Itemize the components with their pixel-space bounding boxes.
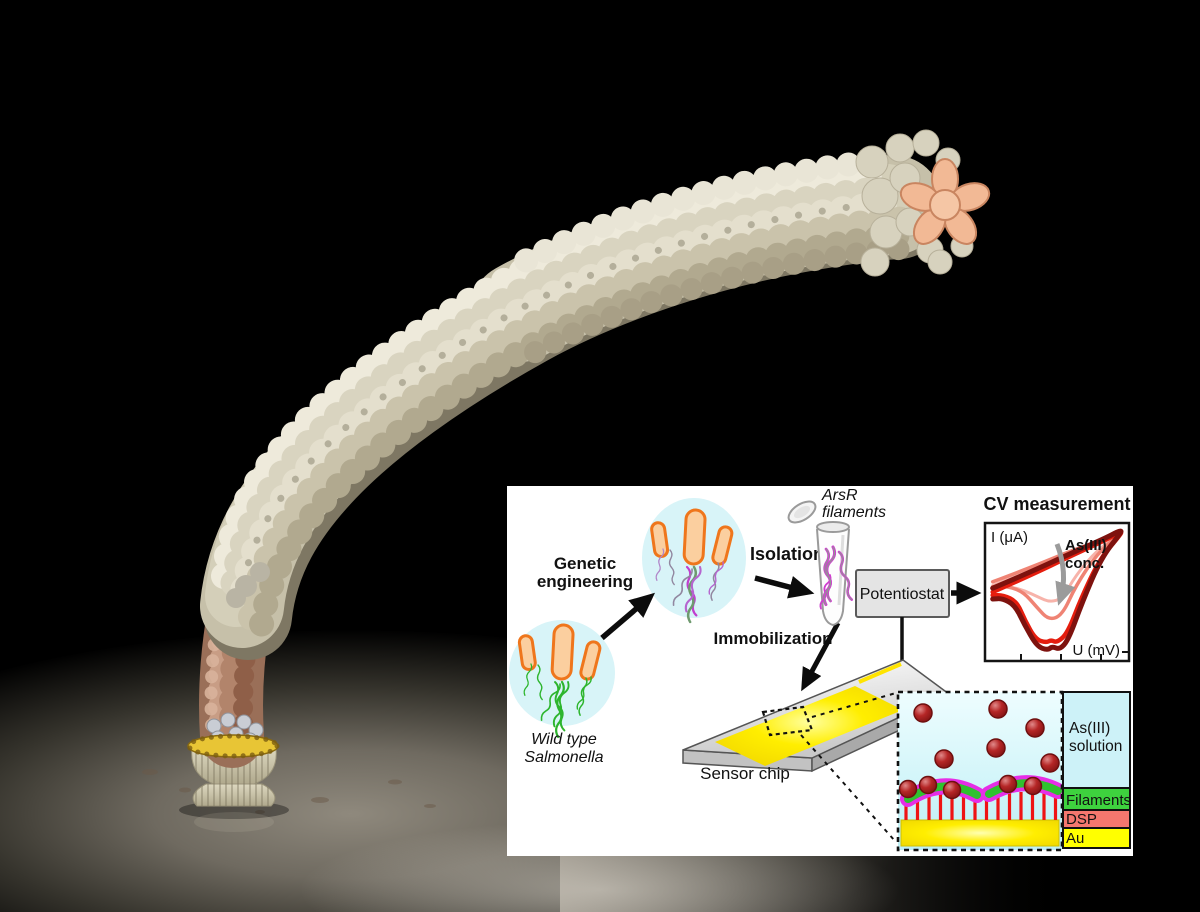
cv-x-axis-label: U (mV) [1073, 642, 1121, 659]
concentration-arrow-icon [1054, 543, 1076, 606]
immobilization-label: Immobilization [714, 629, 833, 648]
zoom-region-outline [761, 705, 814, 737]
cv-axis-ticks [1020, 651, 1129, 661]
potentiostat-label: Potentiostat [860, 586, 945, 603]
arsr-label-line2: filaments [822, 504, 886, 521]
zoom-connector-top [811, 692, 897, 718]
ground-debris [142, 769, 436, 814]
cv-title: CV measurement [983, 494, 1130, 514]
wildtype-label-line1: Wild type [531, 731, 597, 748]
genetic-engineering-label-line2: engineering [537, 572, 633, 591]
eppendorf-tube [787, 500, 855, 627]
solution-band [1062, 691, 1131, 789]
cv-annotation-line1: As(III) [1065, 537, 1107, 554]
sensor-chip-label: Sensor chip [700, 764, 790, 783]
layer-legend: As(III) solution Filaments DSP Au [1062, 691, 1131, 849]
zoom-connector-bottom [800, 734, 896, 842]
arrow-isolation [754, 575, 815, 599]
inset-panel: Wild type Salmonella Genetic engineer [507, 486, 1133, 856]
cap-protein-star [899, 158, 991, 245]
cv-curves [990, 528, 1124, 652]
solution-label-line2: solution [1069, 738, 1122, 755]
wildtype-circle [509, 620, 615, 739]
cv-y-axis-label: I (μA) [991, 529, 1028, 546]
filaments-label: Filaments [1066, 792, 1131, 809]
tube-rim [816, 521, 850, 533]
surface-zoom-border [896, 690, 1064, 852]
wildtype-label-line2: Salmonella [524, 749, 603, 766]
engineered-circle [642, 498, 746, 624]
arsenic-ions [898, 699, 1060, 800]
gold-electrode-pad [715, 686, 903, 766]
sensor-chip [682, 659, 951, 842]
dsp-label: DSP [1066, 811, 1097, 828]
cv-plot: CV measurement I (μA) U (mV) As(III) con… [983, 494, 1131, 663]
base-reflection [194, 812, 274, 832]
gold-layer [900, 819, 1060, 847]
gold-ring [186, 733, 280, 759]
genetic-engineering-label-line1: Genetic [554, 554, 616, 573]
au-label: Au [1066, 830, 1084, 847]
gold-trace [858, 662, 902, 684]
arrow-genetic-engineering [600, 592, 656, 641]
cv-annotation-line2: conc. [1065, 555, 1104, 572]
au-band [1062, 827, 1131, 849]
solution-label-line1: As(III) [1069, 720, 1110, 737]
filament-base-junction [226, 562, 270, 608]
arsr-label-line1: ArsR [821, 487, 858, 504]
arrow-immobilization [801, 621, 841, 692]
tube-cap [787, 500, 817, 524]
cv-curve [990, 528, 1124, 652]
isolation-label: Isolation [750, 544, 824, 564]
surface-zoom-box [896, 690, 1066, 852]
